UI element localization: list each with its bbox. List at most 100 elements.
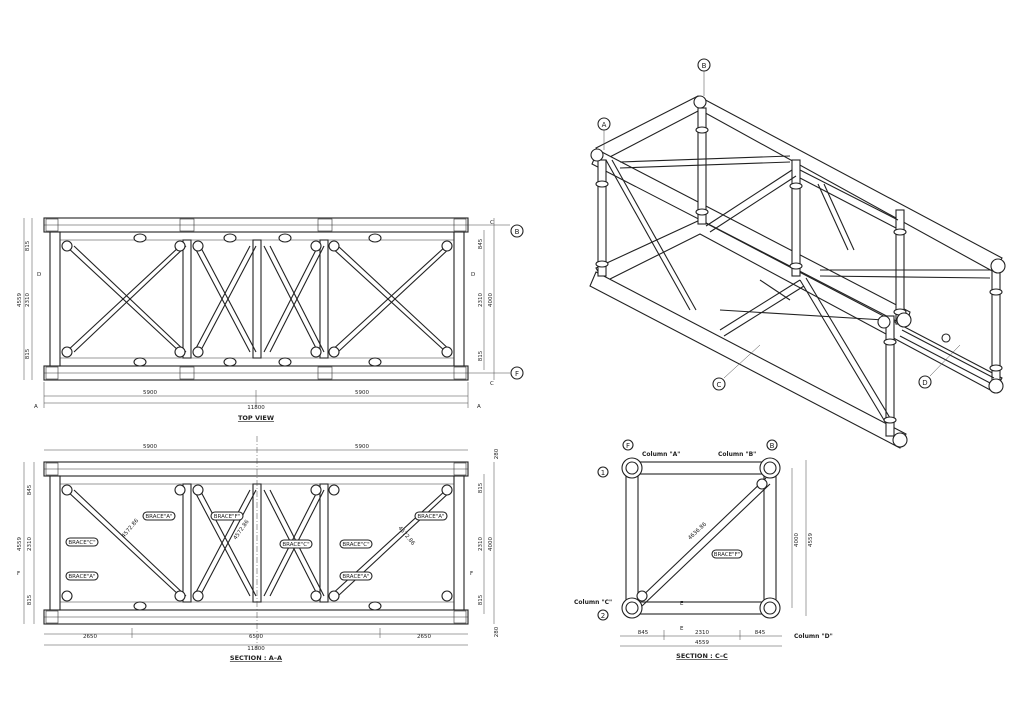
section-cc-title: SECTION : C–C <box>676 652 728 660</box>
dim-total: 11800 <box>247 405 265 411</box>
dim-right-half: 5900 <box>355 390 369 396</box>
cc-dim-4559: 4559 <box>695 640 709 646</box>
sa-dim-bot-mid: 6500 <box>249 634 263 640</box>
cc-dim-845a: 845 <box>638 630 649 636</box>
iso-bubble-b <box>697 58 711 72</box>
sa-dim-top-left: 5900 <box>143 444 157 450</box>
iso-post-4 <box>885 315 895 437</box>
iso-post-6 <box>895 209 905 325</box>
dim-r845: 845 <box>478 238 484 249</box>
brace-label-7: BRACE"A" <box>68 574 95 580</box>
sa-dim-l2310: 2310 <box>27 537 33 551</box>
sa-dim-r280a: 280 <box>494 448 500 459</box>
joint-nodes <box>45 218 467 380</box>
sa-dim-r815b: 815 <box>478 594 484 605</box>
iso-bubble-d-label: D <box>922 379 927 387</box>
brace-label-2: BRACE"F" <box>214 514 241 520</box>
brace-label-6: BRACE"C" <box>342 542 369 548</box>
top-view: 5900 5900 11800 815 2310 815 4559 845 23… <box>17 217 524 422</box>
dim-diag-1: 4572.86 <box>121 518 141 540</box>
brace-label-4: BRACE"C" <box>68 540 95 546</box>
vertical-2 <box>319 239 329 359</box>
column-a-label: Column "A" <box>642 451 680 458</box>
iso-diagonals <box>605 155 995 421</box>
cc-dim-diag: 4636.86 <box>687 521 708 541</box>
grid-bubble-f <box>510 366 524 380</box>
marker-a-left: A <box>34 404 38 410</box>
cc-dim-2310: 2310 <box>695 630 709 636</box>
column-d-label: Column "D" <box>794 633 833 640</box>
cc-dim-r4000: 4000 <box>794 533 800 547</box>
brace-labels: BRACE"A" BRACE"F" BRACE"A" BRACE"C" BRAC… <box>65 511 448 581</box>
iso-post-2 <box>697 107 707 225</box>
vertical-mid <box>252 239 262 359</box>
vertical-1 <box>182 239 192 359</box>
iso-bubble-a <box>597 117 611 131</box>
dim-4559: 4559 <box>17 293 23 307</box>
iso-bubble-c <box>712 377 726 391</box>
cc-bubble-f: F <box>626 442 630 450</box>
column-c-label: Column "C" <box>574 599 612 606</box>
marker-d-right: D <box>471 272 475 278</box>
marker-c-top: C <box>490 220 494 226</box>
marker-d-left: D <box>37 272 41 278</box>
sa-dim-r815a: 815 <box>478 482 484 493</box>
sa-dim-l4559: 4559 <box>17 537 23 551</box>
dim-r4000: 4000 <box>488 293 494 307</box>
marker-c-bot: C <box>490 381 494 387</box>
cc-marker-e-top: E <box>680 601 684 607</box>
brace-label-3: BRACE"A" <box>417 514 444 520</box>
dim-815b: 815 <box>25 348 31 359</box>
section-a-a: BRACE"A" BRACE"F" BRACE"A" BRACE"C" BRAC… <box>17 436 500 662</box>
right-post <box>453 231 465 367</box>
grid-bubble-f-label: F <box>515 370 519 378</box>
section-c-c: 4636.86 BRACE"F" Column "A" Column "B" C… <box>574 439 833 660</box>
left-post <box>49 231 61 367</box>
cc-left-member <box>625 469 639 607</box>
sa-nodes <box>45 462 467 624</box>
grid-bubble-b-label: B <box>515 228 520 236</box>
cc-bubble-2: 2 <box>601 612 605 620</box>
section-aa-title: SECTION : A–A <box>230 654 282 662</box>
sa-dim-r4000: 4000 <box>488 537 494 551</box>
cc-bubble-1: 1 <box>601 469 605 477</box>
dim-diag-3: 4572.86 <box>396 525 416 547</box>
sa-dim-total: 11800 <box>247 646 265 652</box>
iso-bottom-chord-front <box>589 271 907 449</box>
x-bracing <box>65 245 453 353</box>
iso-collars <box>590 95 1006 448</box>
iso-bubble-b-label: B <box>702 62 707 70</box>
cc-top-member <box>625 461 777 475</box>
dim-r815: 815 <box>478 350 484 361</box>
cc-brace-label: BRACE"F" <box>714 552 741 558</box>
brace-label-5: BRACE"C" <box>282 542 309 548</box>
sa-dim-r280b: 280 <box>494 626 500 637</box>
column-b-label: Column "B" <box>718 451 756 458</box>
dim-left-half: 5900 <box>143 390 157 396</box>
cc-marker-e-bot: E <box>680 626 684 632</box>
cc-dim-845b: 845 <box>755 630 766 636</box>
top-view-title: TOP VIEW <box>238 414 274 422</box>
cc-bubble-b: B <box>770 442 775 450</box>
iso-bubble-c-label: C <box>717 381 722 389</box>
cc-bottom-member <box>625 601 777 615</box>
marker-a-right: A <box>477 404 481 410</box>
iso-bubble-d <box>918 375 932 389</box>
sa-dim-l845: 845 <box>27 484 33 495</box>
iso-post-1 <box>597 159 607 277</box>
sa-dim-bot-left: 2650 <box>83 634 97 640</box>
sa-marker-f-right: F <box>470 571 473 577</box>
cc-dim-r4559: 4559 <box>808 533 814 547</box>
brace-label-1: BRACE"A" <box>145 514 172 520</box>
sa-marker-f-left: F <box>17 571 20 577</box>
sa-dim-r2310: 2310 <box>478 537 484 551</box>
grid-bubble-b <box>510 224 524 238</box>
sa-dim-top-right: 5900 <box>355 444 369 450</box>
sa-dim-l815: 815 <box>27 594 33 605</box>
cc-right-member <box>763 469 777 607</box>
sa-dim-bot-right: 2650 <box>417 634 431 640</box>
isometric-view: A B C D <box>589 58 1006 449</box>
iso-bubble-a-label: A <box>602 121 607 129</box>
iso-post-3 <box>791 159 801 277</box>
